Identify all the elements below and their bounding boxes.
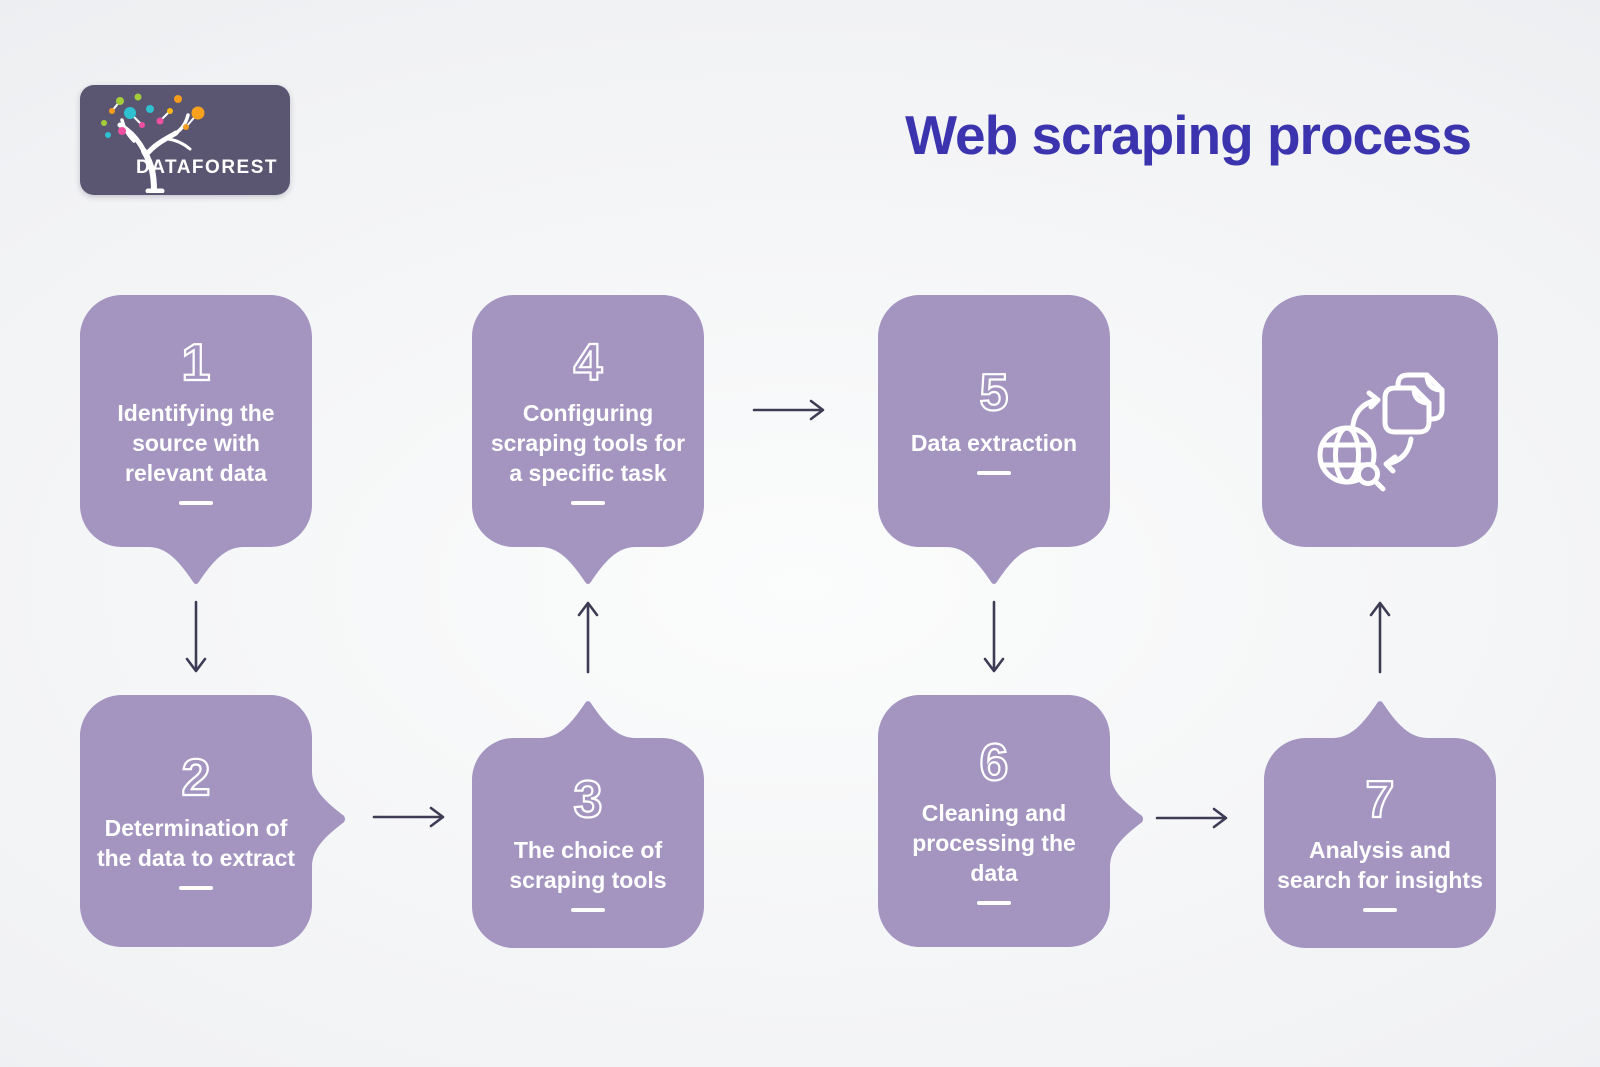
step-dash <box>179 500 213 505</box>
step-number: 2 <box>180 749 211 808</box>
step-dash <box>571 500 605 505</box>
step-box-5: 5 Data extraction <box>878 295 1110 587</box>
step-label: Analysis and search for insights <box>1277 837 1483 893</box>
arrow-right-icon <box>372 806 445 828</box>
step-label: Determination of the data to extract <box>96 815 296 871</box>
step-box-6: 6 Cleaning and processing the data <box>878 695 1144 947</box>
step-label: Cleaning and processing the data <box>912 800 1076 886</box>
web-to-documents-transfer-icon <box>1317 372 1445 492</box>
step-label: Identifying the source with relevant dat… <box>117 400 275 486</box>
arrow-up-icon <box>1369 601 1391 674</box>
step-dash <box>179 885 213 890</box>
step-label: The choice of scraping tools <box>509 837 667 893</box>
arrow-right-icon <box>752 399 825 421</box>
step-box-1: 1 Identifying the source with relevant d… <box>80 295 312 587</box>
page-title: Web scraping process <box>905 104 1472 166</box>
dataforest-logo: DATAFOREST <box>80 85 290 195</box>
step-number: 4 <box>572 334 603 393</box>
step-number: 6 <box>978 734 1009 793</box>
step-dash <box>977 900 1011 905</box>
result-box <box>1262 295 1498 547</box>
step-label: Configuring scraping tools for a specifi… <box>490 400 686 486</box>
brand-name: DATAFOREST <box>135 157 278 178</box>
step-number: 1 <box>180 334 211 393</box>
step-number: 3 <box>572 771 603 830</box>
step-box-3: 3 The choice of scraping tools <box>472 700 704 948</box>
step-number: 7 <box>1364 771 1395 830</box>
arrow-down-icon <box>983 600 1005 673</box>
step-dash <box>977 470 1011 475</box>
step-number: 5 <box>978 364 1009 423</box>
arrow-up-icon <box>577 601 599 674</box>
arrow-down-icon <box>185 600 207 673</box>
data-tree-icon <box>101 93 205 193</box>
arrow-right-icon <box>1155 807 1228 829</box>
step-dash <box>1363 907 1397 912</box>
step-box-4: 4 Configuring scraping tools for a speci… <box>472 295 704 587</box>
step-box-2: 2 Determination of the data to extract <box>80 695 346 947</box>
step-box-7: 7 Analysis and search for insights <box>1264 700 1496 948</box>
step-label: Data extraction <box>910 430 1078 457</box>
step-dash <box>571 907 605 912</box>
